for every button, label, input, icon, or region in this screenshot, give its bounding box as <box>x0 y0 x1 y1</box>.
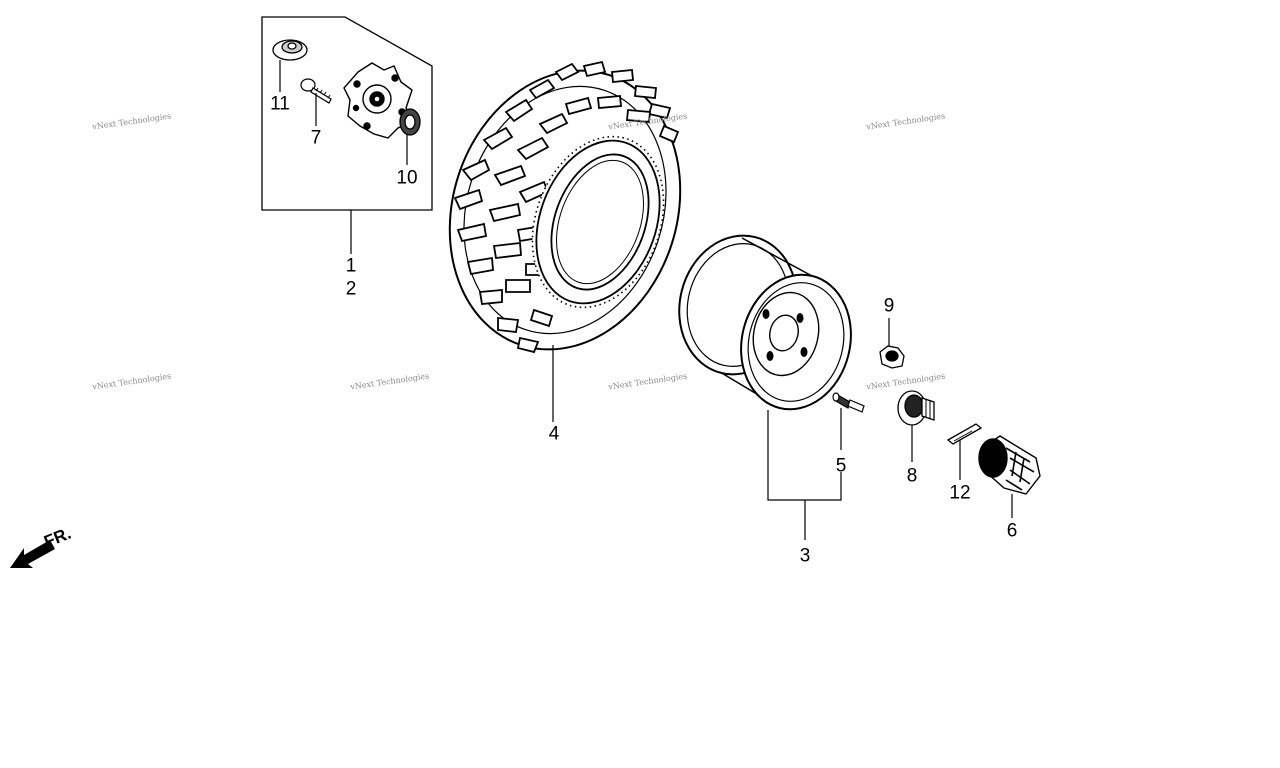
hub-cap-part <box>978 435 1041 495</box>
callout-5: 5 <box>835 455 847 477</box>
callout-7: 7 <box>310 127 322 149</box>
callout-10: 10 <box>396 167 418 189</box>
callout-2: 2 <box>345 278 357 300</box>
cotter-pin-part <box>946 423 983 445</box>
wheel-part <box>678 234 852 411</box>
front-arrow-icon <box>10 540 55 568</box>
valve-part <box>832 392 865 413</box>
callout-3: 3 <box>799 545 811 567</box>
bolt-part <box>300 78 332 104</box>
callout-6: 6 <box>1006 520 1018 542</box>
nut-part <box>879 345 905 369</box>
callout-11: 11 <box>270 93 290 115</box>
tire-part <box>448 60 682 354</box>
hub-kit-frame <box>261 16 433 211</box>
callout-8: 8 <box>906 465 918 487</box>
callout-9: 9 <box>883 295 895 317</box>
callout-4: 4 <box>548 423 560 445</box>
collar-part <box>272 39 308 61</box>
oil-seal-part <box>399 108 421 136</box>
callout-1: 1 <box>345 255 357 277</box>
castle-nut-part <box>897 390 935 426</box>
callout-12: 12 <box>949 482 971 504</box>
